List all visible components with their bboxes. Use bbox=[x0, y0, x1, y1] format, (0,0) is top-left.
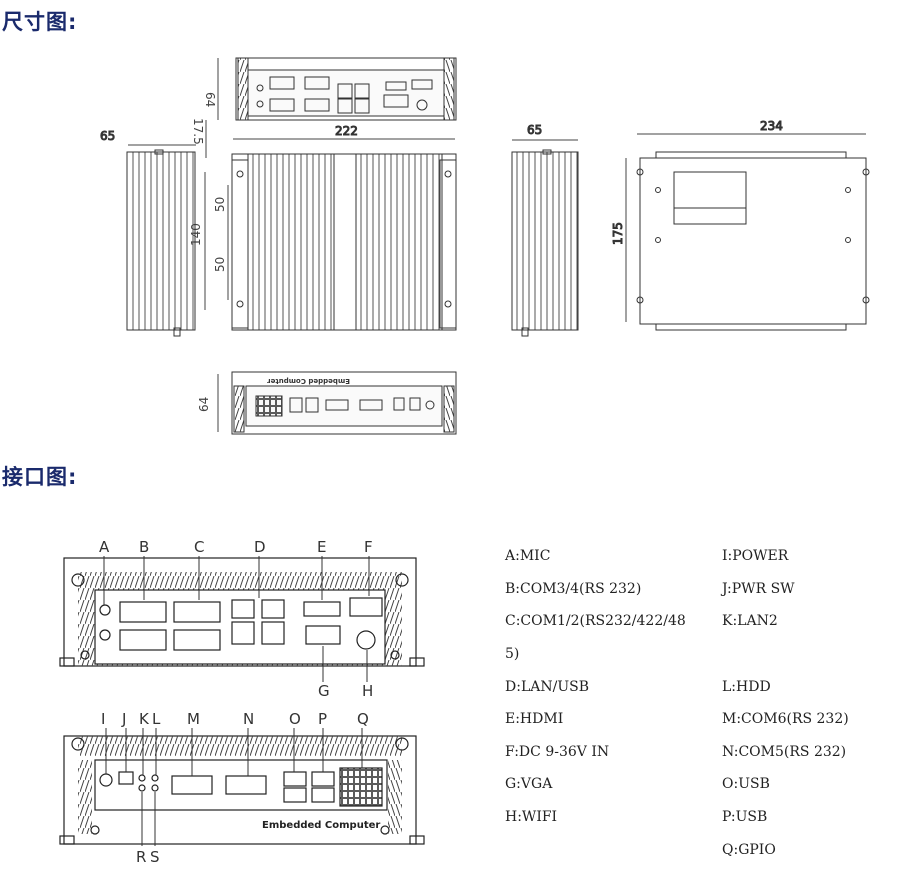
dim-65-right-label: 65 bbox=[527, 123, 542, 137]
dim-65-left-label: 65 bbox=[100, 129, 115, 143]
legend-left-7: G:VGA bbox=[505, 776, 553, 792]
port-panel-top bbox=[59, 557, 425, 667]
dim-222-label: 222 bbox=[335, 124, 358, 138]
right-side-view: 65 bbox=[511, 123, 579, 337]
dimension-64-top: 64 17.5 bbox=[191, 58, 219, 158]
dim-50a-label: 50 bbox=[213, 197, 227, 212]
ports-section-title: 接口图: bbox=[2, 465, 78, 489]
legend-left-3: 5) bbox=[505, 646, 520, 662]
legend-left-8: H:WIFI bbox=[505, 809, 558, 825]
dim-175-label: 175 bbox=[611, 222, 625, 245]
rear-dim: 64 Embedded Computer bbox=[197, 374, 350, 432]
port-panel-bottom bbox=[59, 735, 425, 845]
legend-left-6: F:DC 9-36V IN bbox=[505, 744, 610, 760]
letter-S: S bbox=[150, 848, 160, 866]
letter-H: H bbox=[362, 682, 373, 700]
letter-C: C bbox=[194, 538, 204, 556]
top-port-view bbox=[235, 57, 457, 121]
legend-left-5: E:HDMI bbox=[505, 711, 564, 727]
rear-port-view bbox=[231, 371, 457, 435]
legend-right-2: K:LAN2 bbox=[722, 613, 778, 629]
letter-N: N bbox=[243, 710, 254, 728]
letter-E: E bbox=[317, 538, 326, 556]
left-side-view: 65 bbox=[100, 129, 196, 337]
dimensions-section-title: 尺寸图: bbox=[2, 10, 78, 34]
letter-O: O bbox=[289, 710, 301, 728]
letter-M: M bbox=[187, 710, 200, 728]
dim-50b-label: 50 bbox=[213, 257, 227, 272]
rear-brand-text: Embedded Computer bbox=[267, 377, 350, 385]
legend-right-7: P:USB bbox=[722, 809, 768, 825]
letter-B: B bbox=[139, 538, 149, 556]
letter-D: D bbox=[254, 538, 266, 556]
legend-right-8: Q:GPIO bbox=[722, 842, 776, 858]
letter-G: G bbox=[318, 682, 330, 700]
dim-64-rear-label: 64 bbox=[197, 397, 211, 412]
letter-P: P bbox=[318, 710, 327, 728]
dim-17-5-label: 17.5 bbox=[191, 118, 205, 145]
legend-right-0: I:POWER bbox=[722, 548, 789, 564]
legend-right-1: J:PWR SW bbox=[722, 581, 795, 597]
front-view: 222 bbox=[231, 124, 457, 331]
dim-64-label: 64 bbox=[203, 92, 217, 107]
legend-left-2: C:COM1/2(RS232/422/48 bbox=[505, 613, 686, 629]
dim-234-label: 234 bbox=[760, 119, 783, 133]
legend-right-3: L:HDD bbox=[722, 679, 771, 695]
letter-I: I bbox=[101, 710, 105, 728]
legend-right-5: N:COM5(RS 232) bbox=[722, 744, 847, 760]
letter-F: F bbox=[364, 538, 373, 556]
letter-Q: Q bbox=[357, 710, 369, 728]
legend-left-0: A:MIC bbox=[505, 548, 551, 564]
letter-K: K bbox=[139, 710, 150, 728]
legend-left-4: D:LAN/USB bbox=[505, 679, 589, 695]
legend-right-6: O:USB bbox=[722, 776, 770, 792]
legend-left-1: B:COM3/4(RS 232) bbox=[505, 581, 642, 597]
letter-J: J bbox=[121, 710, 126, 728]
device-brand-text: Embedded Computer bbox=[262, 820, 380, 831]
letter-L: L bbox=[152, 710, 161, 728]
legend-right-4: M:COM6(RS 232) bbox=[722, 711, 849, 727]
bottom-view: 234 175 bbox=[611, 119, 870, 331]
letter-R: R bbox=[136, 848, 146, 866]
port-letters-top: A B C D E F G H bbox=[99, 538, 373, 700]
port-letters-bottom: I J K L M N O P Q R S bbox=[101, 710, 369, 866]
letter-A: A bbox=[99, 538, 110, 556]
